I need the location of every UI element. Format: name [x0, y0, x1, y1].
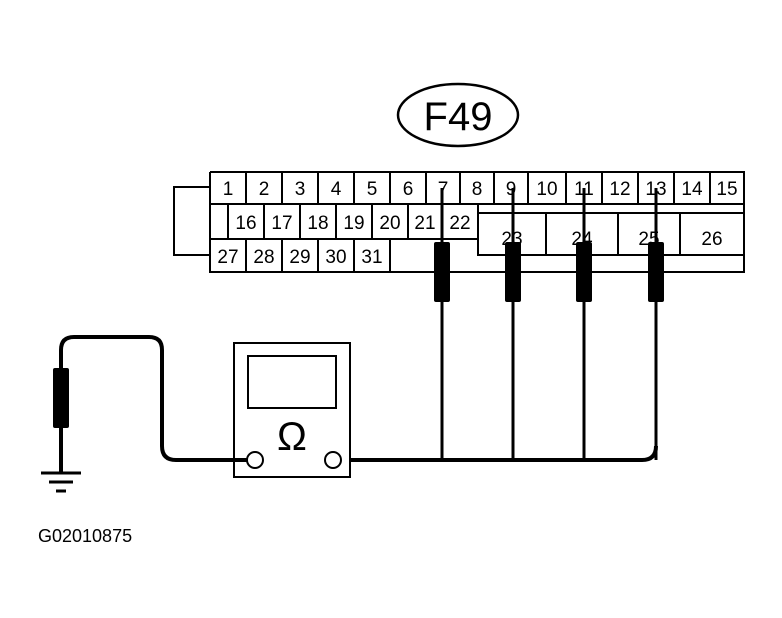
connector-label-oval — [396, 82, 520, 148]
pin-26: 26 — [701, 229, 722, 250]
connector-outline — [209, 171, 745, 273]
pin-14: 14 — [681, 179, 703, 200]
pin-3: 3 — [295, 179, 306, 200]
ground-lead — [53, 335, 247, 472]
connector-id: F49 — [424, 95, 493, 139]
ohmmeter: Ω — [233, 342, 351, 478]
pin-5: 5 — [367, 179, 378, 200]
pin-12: 12 — [609, 179, 630, 200]
pin-4: 4 — [331, 179, 342, 200]
probe-pin-11 — [576, 188, 592, 460]
pin-10: 10 — [536, 179, 557, 200]
pin-8: 8 — [472, 179, 483, 200]
pin-21: 21 — [414, 213, 435, 234]
pin-15: 15 — [716, 179, 737, 200]
ohmmeter-display — [247, 355, 337, 409]
pin-31: 31 — [361, 247, 382, 268]
pin-6: 6 — [403, 179, 414, 200]
pin-27: 27 — [217, 247, 238, 268]
row2-pins: 16 17 18 19 20 21 22 — [235, 213, 470, 234]
row3-separators — [245, 239, 355, 272]
ohmmeter-terminal-left — [246, 451, 264, 469]
ground-wire — [59, 335, 247, 472]
pin-17: 17 — [271, 213, 292, 234]
ground-probe — [53, 368, 69, 428]
row1-separators — [245, 172, 711, 204]
probe-pin-9 — [505, 188, 521, 460]
probe-pin-13 — [648, 188, 664, 460]
pin-19: 19 — [343, 213, 364, 234]
row3-pins: 27 28 29 30 31 — [217, 247, 382, 268]
figure-id: G02010875 — [38, 526, 132, 546]
pin-29: 29 — [289, 247, 310, 268]
ohmmeter-terminal-right — [324, 451, 342, 469]
pin-30: 30 — [325, 247, 346, 268]
connector-label: F49 — [396, 82, 520, 148]
probe-common-wire — [342, 445, 658, 462]
pin-28: 28 — [253, 247, 274, 268]
pin-16: 16 — [235, 213, 256, 234]
probe-pin-7 — [434, 188, 450, 460]
pin-2: 2 — [259, 179, 270, 200]
pin-22: 22 — [449, 213, 470, 234]
row1-pins: 1 2 3 4 5 6 7 8 9 10 11 12 13 14 15 — [223, 179, 738, 200]
pin-1: 1 — [223, 179, 234, 200]
pin-9: 9 — [506, 179, 517, 200]
connector-latch — [173, 186, 210, 256]
ohm-symbol: Ω — [277, 415, 307, 459]
right-block-pins: 23 24 25 26 — [501, 229, 722, 250]
ground-icon — [41, 471, 81, 493]
probe-leads — [342, 188, 664, 462]
pin-18: 18 — [307, 213, 328, 234]
pin-20: 20 — [379, 213, 400, 234]
